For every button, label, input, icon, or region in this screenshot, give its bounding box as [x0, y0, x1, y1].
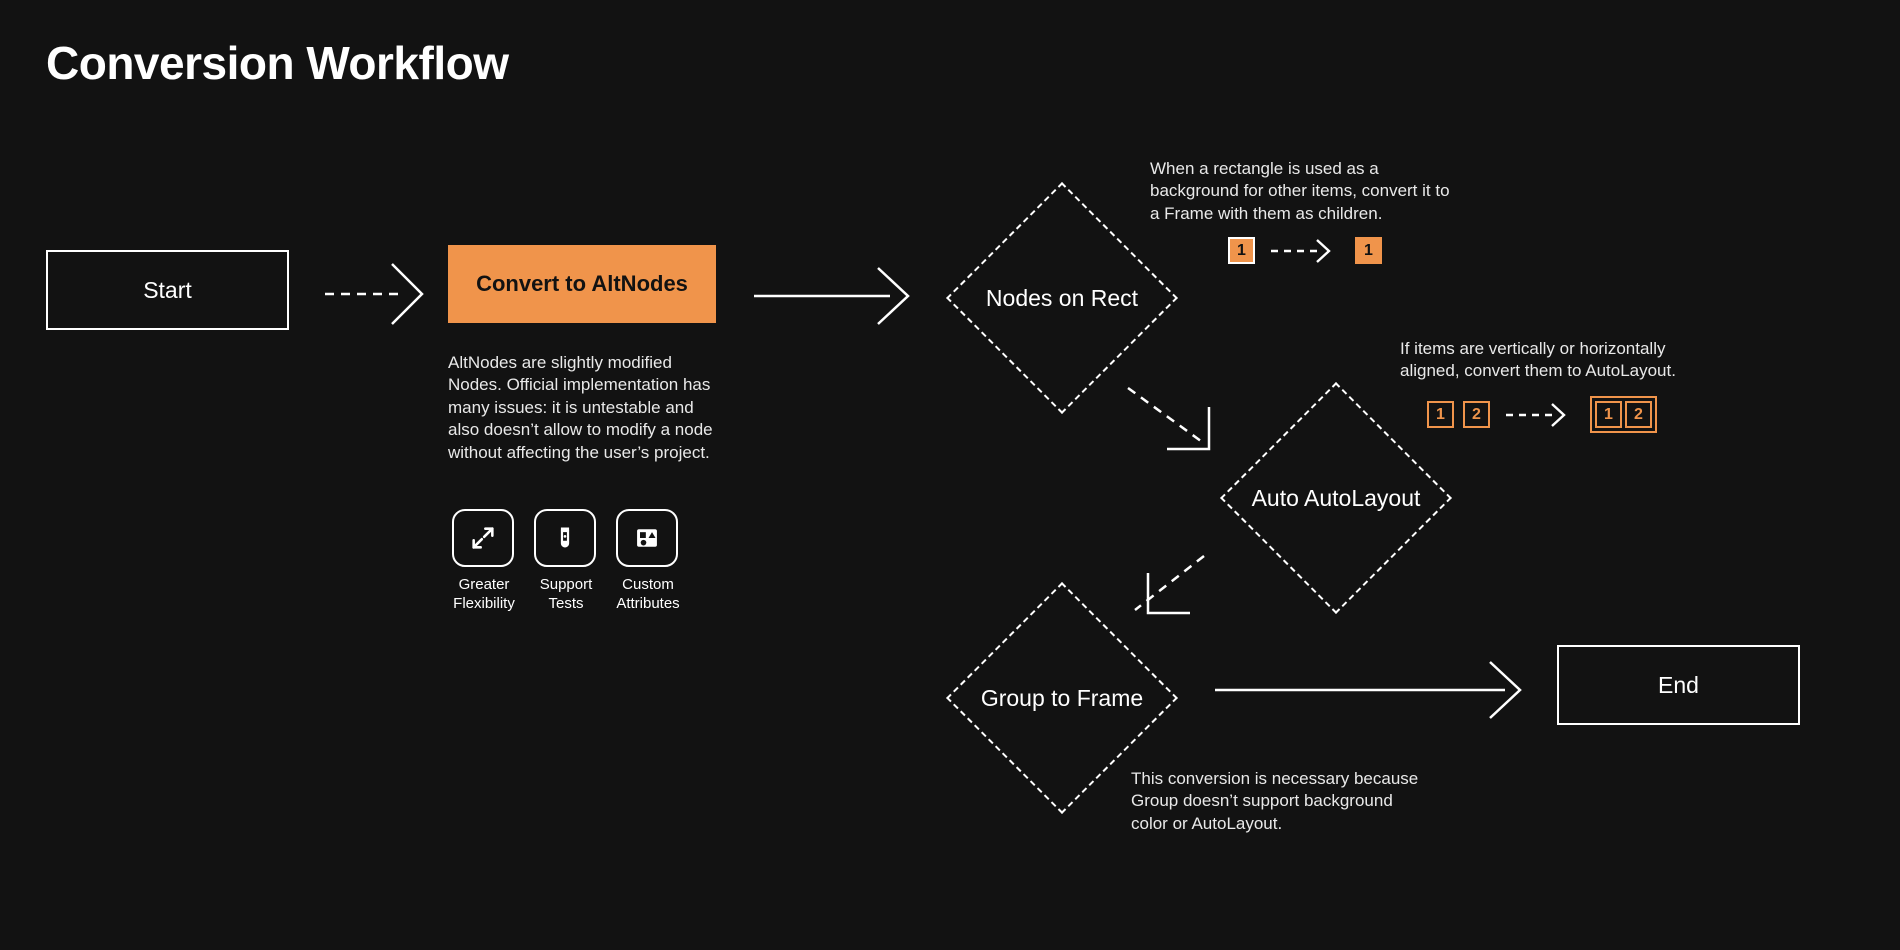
feature-caption-line1: Custom: [622, 576, 674, 593]
transform-chip-after: 1: [1595, 401, 1622, 428]
transform-chip-after: 2: [1625, 401, 1652, 428]
feature-caption-line1: Support: [539, 576, 593, 593]
connector-group-to-frame-to-end: [1215, 661, 1522, 719]
dashed-right-arrow-icon: [1506, 402, 1566, 427]
connector-convert-to-nodes-on-rect: [754, 267, 910, 325]
feature-greater-flexibility[interactable]: Greater Flexibility: [452, 509, 516, 614]
feature-chip: [452, 509, 514, 567]
feature-chip: [534, 509, 596, 567]
node-convert-to-altnodes[interactable]: Convert to AltNodes: [448, 245, 716, 323]
transform-chip-before: 2: [1463, 401, 1490, 428]
transform-chip-after: 1: [1355, 237, 1382, 264]
node-auto-autolayout-label: Auto AutoLayout: [1251, 484, 1421, 511]
transform-example-nodes-on-rect: 1 1: [1228, 237, 1382, 264]
feature-caption-line2: Flexibility: [453, 594, 515, 612]
feature-caption: Custom Attributes: [616, 576, 680, 614]
transform-example-auto-autolayout: 1 2 1 2: [1427, 396, 1657, 433]
note-auto-autolayout: If items are vertically or horizontally …: [1400, 339, 1676, 381]
feature-support-tests[interactable]: Support Tests: [534, 509, 598, 614]
transform-autolayout-frame: 1 2: [1590, 396, 1657, 433]
node-auto-autolayout[interactable]: Auto AutoLayout: [1220, 382, 1452, 614]
node-group-to-frame-label: Group to Frame: [980, 684, 1144, 711]
feature-custom-attributes[interactable]: Custom Attributes: [616, 509, 680, 614]
feature-badge-list: Greater Flexibility Support Tests: [452, 509, 680, 614]
feature-caption-line2: Tests: [548, 594, 584, 612]
expand-arrows-icon: [472, 527, 494, 549]
node-nodes-on-rect[interactable]: Nodes on Rect: [946, 182, 1178, 414]
dashed-right-arrow-icon: [1271, 238, 1331, 263]
node-nodes-on-rect-label: Nodes on Rect: [985, 284, 1139, 311]
page-title: Conversion Workflow: [46, 37, 509, 89]
shapes-icon: [637, 529, 657, 547]
node-group-to-frame[interactable]: Group to Frame: [946, 582, 1178, 814]
node-end-label: End: [1658, 671, 1699, 698]
feature-caption: Support Tests: [534, 576, 598, 614]
note-convert-to-altnodes: AltNodes are slightly modified Nodes. Of…: [448, 353, 713, 462]
node-convert-label: Convert to AltNodes: [476, 271, 688, 296]
transform-chip-before: 1: [1228, 237, 1255, 264]
test-tube-icon: [560, 527, 570, 548]
feature-chip: [616, 509, 678, 567]
note-group-to-frame: This conversion is necessary because Gro…: [1131, 769, 1419, 833]
node-end[interactable]: End: [1557, 645, 1800, 725]
connector-start-to-convert: [325, 263, 424, 325]
note-nodes-on-rect: When a rectangle is used as a background…: [1150, 159, 1450, 223]
node-start-label: Start: [143, 276, 192, 303]
feature-caption: Greater Flexibility: [452, 576, 516, 614]
transform-chip-before: 1: [1427, 401, 1454, 428]
feature-caption-line1: Greater: [458, 576, 510, 593]
feature-caption-line2: Attributes: [616, 594, 680, 612]
node-start[interactable]: Start: [46, 250, 289, 330]
